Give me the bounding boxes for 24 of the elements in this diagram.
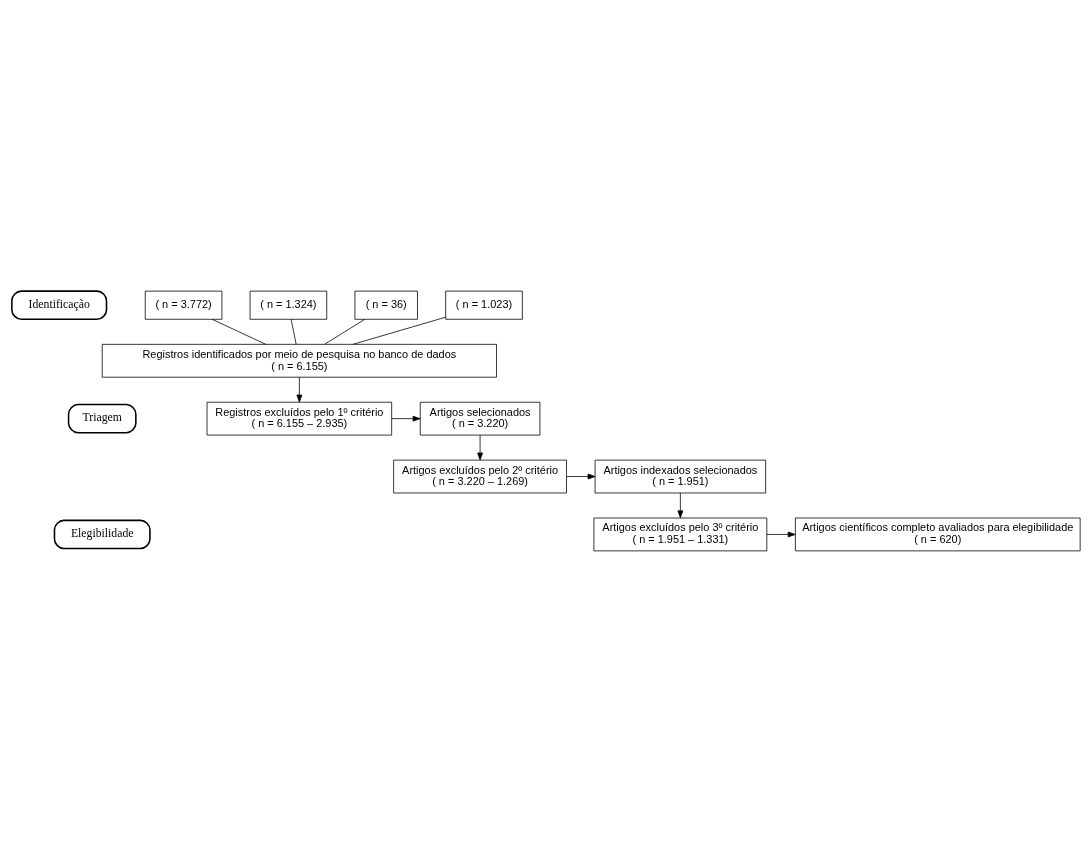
node-box: Triagem [67,403,137,433]
node-box: Artigos científicos completo avaliados para elegibilidade ( n = 620) [795,517,1081,551]
connector [290,318,297,344]
connector [324,318,366,345]
arrow [296,376,303,402]
arrow [766,531,796,537]
connector [352,316,446,345]
node-box: Registros identificados por meio de pesquisa no banco de dados ( n = 6.155) [101,343,497,378]
node-box: Artigos excluídos pelo 3º critério ( n = 1.951 – 1.331) [593,517,768,551]
node-box: Artigos indexados selecionados ( n = 1.951) [594,459,767,493]
arrow [677,492,684,518]
arrow [391,415,421,421]
node-box: ( n = 3.772) [144,290,223,320]
node-box: Artigos selecionados ( n = 3.220) [419,401,541,435]
node-box: Identificação [11,289,108,320]
node-box: ( n = 36) [354,290,418,320]
node-box: Elegibilidade [53,519,151,549]
node-box: Artigos excluídos pelo 2º critério ( n = 3.220 – 1.269) [393,459,567,493]
node-box: Registros excluídos pelo 1º critério ( n = 6.155 – 2.935) [206,401,393,435]
arrow [477,434,483,460]
arrow [566,473,596,479]
node-box: ( n = 1.023) [445,290,523,320]
node-box: ( n = 1.324) [249,290,328,320]
connector [211,318,267,345]
